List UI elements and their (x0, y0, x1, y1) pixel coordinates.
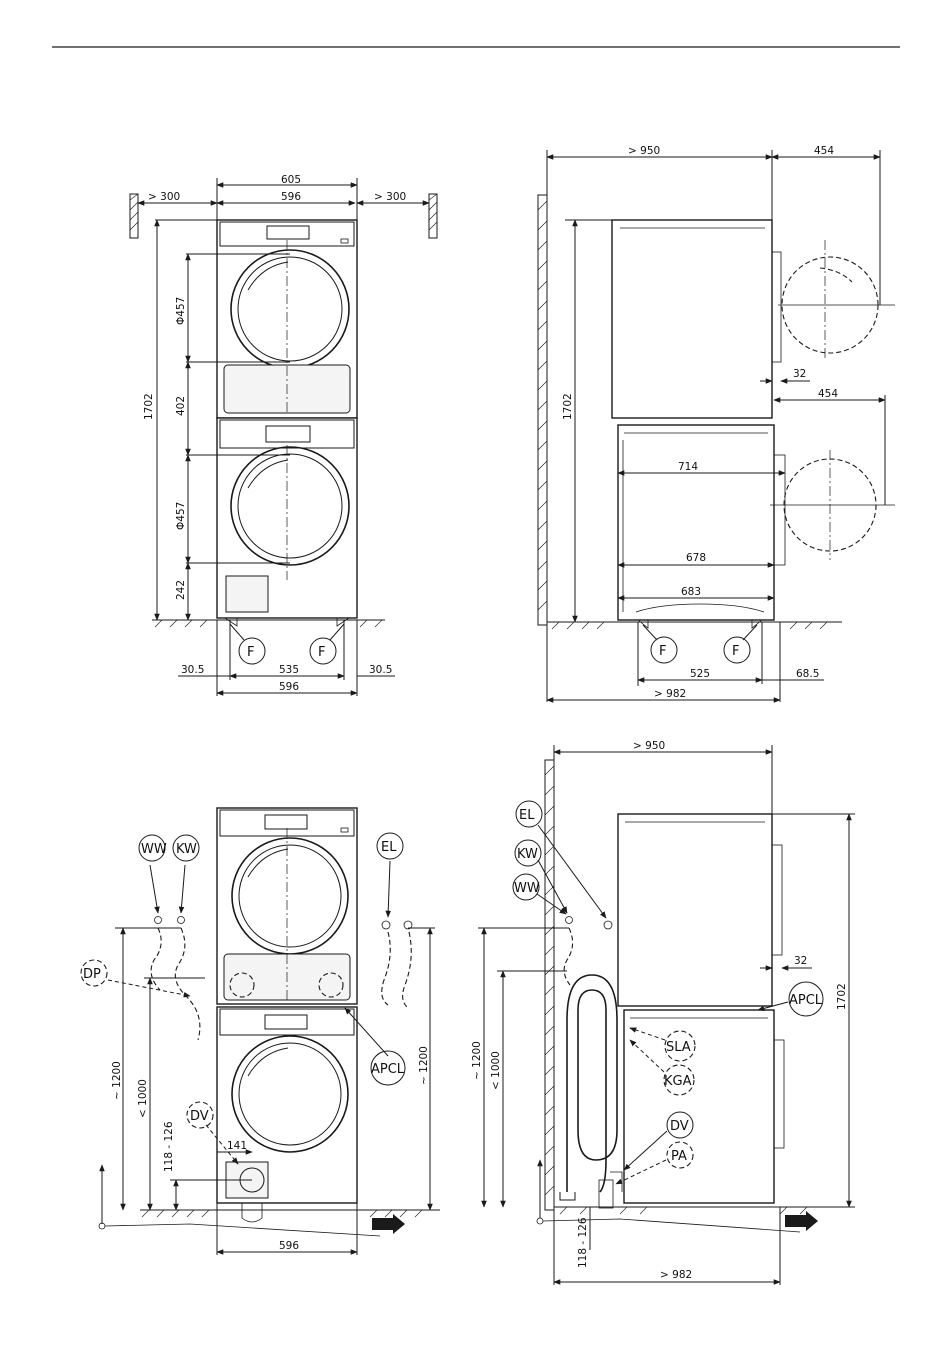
dim-68-5: 68.5 (796, 668, 819, 680)
dim-525: 525 (690, 668, 710, 680)
dim-141: 141 (227, 1140, 247, 1152)
dim-offset-32: 32 (793, 368, 806, 380)
label-kga: KGA (664, 1074, 692, 1089)
dim-596-top: 596 (281, 191, 301, 203)
dim-side-drain-height: 118 - 126 (577, 1217, 589, 1268)
label-cold-water: KW (176, 842, 197, 857)
dim-side-1702: 1702 (562, 393, 574, 420)
dim-min-depth-950: > 950 (628, 145, 660, 157)
dim-242: 242 (175, 580, 187, 600)
foot-marker-side-left: F (659, 644, 666, 659)
dim-side-offset-32: 32 (794, 955, 807, 967)
dim-side-standpipe: < 1000 (490, 1051, 502, 1090)
dim-side-tap-height: ~ 1200 (471, 1041, 483, 1080)
dim-drain-height: 118 - 126 (163, 1121, 175, 1172)
side-connections: EL KW WW APCL SLA KGA DV PA > 950 32 170… (471, 740, 855, 1285)
label-side-hot-water: WW (514, 881, 540, 896)
dim-tap-height: ~ 1200 (111, 1061, 123, 1100)
dim-dryer-door: Φ457 (175, 297, 187, 325)
dim-596-bottom: 596 (279, 681, 299, 693)
dim-side-1702: 1702 (836, 983, 848, 1010)
dim-door-swing-bottom: 454 (818, 388, 838, 400)
dim-402: 402 (175, 396, 187, 416)
dim-foot-left: 30.5 (181, 664, 204, 676)
dim-standpipe: < 1000 (137, 1079, 149, 1118)
label-drain-valve: DV (190, 1109, 209, 1124)
front-view-dimensions: 605 596 > 300 > 300 1702 Φ457 402 Φ457 2… (130, 174, 437, 696)
foot-marker-side-right: F (732, 644, 739, 659)
dim-washer-door: Φ457 (175, 502, 187, 530)
dim-683: 683 (681, 586, 701, 598)
label-sla: SLA (666, 1040, 691, 1055)
dim-605: 605 (281, 174, 301, 186)
dim-clearance-left: > 300 (148, 191, 180, 203)
dim-foot-right: 30.5 (369, 664, 392, 676)
foot-marker-left: F (247, 645, 254, 660)
dim-side-min-total: > 982 (660, 1269, 692, 1281)
label-side-drain-valve: DV (670, 1119, 689, 1134)
dim-535: 535 (279, 664, 299, 676)
side-view-dimensions: > 950 454 1702 32 454 714 678 683 F F (538, 145, 895, 702)
label-side-electric: EL (519, 808, 535, 823)
label-hot-water: WW (141, 842, 167, 857)
dim-min-total-982: > 982 (654, 688, 686, 700)
dim-el-height: ~ 1200 (418, 1046, 430, 1085)
foot-marker-right: F (318, 645, 325, 660)
label-side-cold-water: KW (517, 847, 538, 862)
dim-door-swing-top: 454 (814, 145, 834, 157)
label-drain-pipe: DP (83, 967, 101, 982)
label-side-apcl: APCL (789, 993, 823, 1008)
dim-714: 714 (678, 461, 698, 473)
dim-1702: 1702 (143, 393, 155, 420)
label-pa: PA (671, 1149, 687, 1164)
dim-678: 678 (686, 552, 706, 564)
dim-side-min-depth: > 950 (633, 740, 665, 752)
front-connections: WW KW EL DP APCL DV ~ 1200 < 1000 118 - … (81, 808, 440, 1255)
dim-clearance-right: > 300 (374, 191, 406, 203)
label-apcl: APCL (371, 1062, 405, 1077)
label-electric: EL (381, 840, 397, 855)
dim-front-596: 596 (279, 1240, 299, 1252)
